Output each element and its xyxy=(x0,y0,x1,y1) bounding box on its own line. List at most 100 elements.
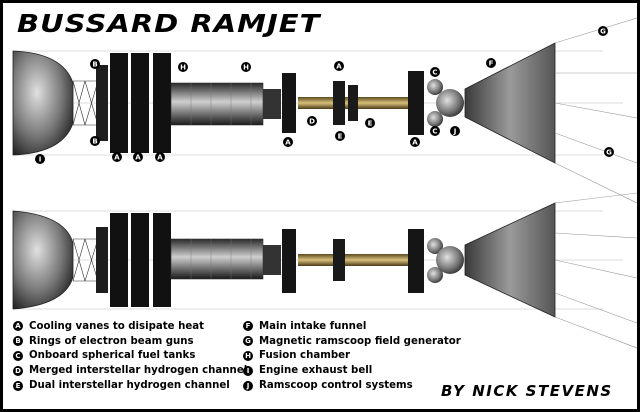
ship-top-view xyxy=(12,17,637,204)
legend-text-b: Rings of electron beam guns xyxy=(29,335,194,347)
legend-item-a: A Cooling vanes to disipate heat xyxy=(13,319,247,334)
svg-text:F: F xyxy=(489,60,494,68)
legend-item-f: F Main intake funnel xyxy=(243,319,461,334)
fusion-chamber xyxy=(170,238,264,280)
svg-text:A: A xyxy=(114,154,120,162)
legend-text-d: Merged interstellar hydrogen channel xyxy=(29,365,248,377)
marker-a-1: A xyxy=(112,152,122,162)
main-intake-funnel xyxy=(464,202,556,318)
legend-key-b: B xyxy=(13,336,23,347)
svg-text:H: H xyxy=(180,64,186,72)
legend-key-e: E xyxy=(13,380,23,391)
svg-text:C: C xyxy=(432,69,437,77)
ship-side-view xyxy=(12,192,637,349)
fuel-tank xyxy=(427,79,443,95)
marker-h-left: H xyxy=(178,62,188,72)
svg-text:B: B xyxy=(92,61,97,69)
cooling-vane xyxy=(153,213,171,307)
svg-text:I: I xyxy=(39,156,42,164)
ramjet-illustration: B B H H A A A A A A D E E C C J F G G I xyxy=(12,17,637,349)
legend-item-b: B Rings of electron beam guns xyxy=(13,334,247,349)
legend-key-f: F xyxy=(243,321,253,332)
svg-text:G: G xyxy=(600,28,606,36)
diagram-frame: BUSSARD RAMJET xyxy=(3,3,637,409)
legend-text-e: Dual interstellar hydrogen channel xyxy=(29,380,230,392)
marker-a-6: A xyxy=(410,137,420,147)
legend-key-c: C xyxy=(13,350,23,361)
marker-a-3: A xyxy=(155,152,165,162)
legend-text-a: Cooling vanes to disipate heat xyxy=(29,320,204,332)
legend-text-j: Ramscoop control systems xyxy=(259,380,413,392)
svg-text:G: G xyxy=(606,149,612,157)
marker-e-left: E xyxy=(335,131,345,141)
legend-text-f: Main intake funnel xyxy=(259,320,367,332)
legend-key-g: G xyxy=(243,336,253,347)
legend-text-h: Fusion chamber xyxy=(259,350,351,362)
svg-text:E: E xyxy=(368,120,373,128)
marker-c-lower: C xyxy=(430,126,440,136)
svg-text:B: B xyxy=(92,138,97,146)
svg-text:A: A xyxy=(135,154,141,162)
svg-text:A: A xyxy=(336,63,342,71)
fuel-tank xyxy=(427,111,443,127)
author-credit: BY NICK STEVENS xyxy=(441,382,613,400)
svg-text:A: A xyxy=(157,154,163,162)
cooling-vane xyxy=(131,213,149,307)
svg-text:J: J xyxy=(453,128,457,136)
cooling-vane xyxy=(131,53,149,153)
legend-item-d: D Merged interstellar hydrogen channel xyxy=(13,363,247,378)
legend-item-c: C Onboard spherical fuel tanks xyxy=(13,349,247,364)
marker-d: D xyxy=(307,116,317,126)
marker-b-upper: B xyxy=(90,59,100,69)
electron-beam-ring xyxy=(96,65,108,141)
legend-key-j: J xyxy=(243,380,253,391)
page-title: BUSSARD RAMJET xyxy=(17,9,321,38)
ramscoop-control-systems xyxy=(436,89,464,117)
part-markers: B B H H A A A A A A D E E C C J F G G I xyxy=(35,26,614,164)
electron-beam-ring xyxy=(282,73,296,133)
marker-a-2: A xyxy=(133,152,143,162)
marker-b-lower: B xyxy=(90,136,100,146)
cooling-vane xyxy=(110,213,128,307)
legend-right-column: F Main intake funnel G Magnetic ramscoop f… xyxy=(243,319,461,393)
legend-item-i: I Engine exhaust bell xyxy=(243,363,461,378)
svg-text:E: E xyxy=(338,133,343,141)
fusion-chamber xyxy=(170,82,264,126)
hydrogen-channel xyxy=(298,254,410,266)
marker-e-right: E xyxy=(365,118,375,128)
marker-a-5: A xyxy=(334,61,344,71)
legend-item-h: H Fusion chamber xyxy=(243,349,461,364)
legend-key-i: I xyxy=(243,365,253,376)
marker-f: F xyxy=(486,58,496,68)
engine-exhaust-bell xyxy=(12,210,74,310)
svg-text:A: A xyxy=(412,139,418,147)
legend-key-a: A xyxy=(13,321,23,332)
legend-left-column: A Cooling vanes to disipate heat B Rings o… xyxy=(13,319,247,393)
legend-item-e: E Dual interstellar hydrogen channel xyxy=(13,378,247,393)
svg-text:H: H xyxy=(243,64,249,72)
engine-exhaust-bell xyxy=(12,50,74,156)
legend-text-g: Magnetic ramscoop field generator xyxy=(259,335,461,347)
cooling-vane xyxy=(153,53,171,153)
legend-item-g: G Magnetic ramscoop field generator xyxy=(243,334,461,349)
marker-h-right: H xyxy=(241,62,251,72)
marker-c-upper: C xyxy=(430,67,440,77)
legend-text-i: Engine exhaust bell xyxy=(259,365,373,377)
marker-g-upper: G xyxy=(598,26,608,36)
cooling-vane xyxy=(110,53,128,153)
marker-i: I xyxy=(35,154,45,164)
ramscoop-field-lines xyxy=(554,17,637,204)
legend-text-c: Onboard spherical fuel tanks xyxy=(29,350,196,362)
marker-g-lower: G xyxy=(604,147,614,157)
marker-a-4: A xyxy=(283,137,293,147)
marker-j: J xyxy=(450,126,460,136)
svg-text:A: A xyxy=(285,139,291,147)
legend-key-d: D xyxy=(13,365,23,376)
ramscoop-field-lines xyxy=(554,192,637,349)
main-intake-funnel xyxy=(464,42,556,164)
svg-text:D: D xyxy=(309,118,315,126)
electron-beam-ring xyxy=(408,71,424,135)
svg-text:C: C xyxy=(432,128,437,136)
legend-key-h: H xyxy=(243,350,253,361)
legend-item-j: J Ramscoop control systems xyxy=(243,378,461,393)
